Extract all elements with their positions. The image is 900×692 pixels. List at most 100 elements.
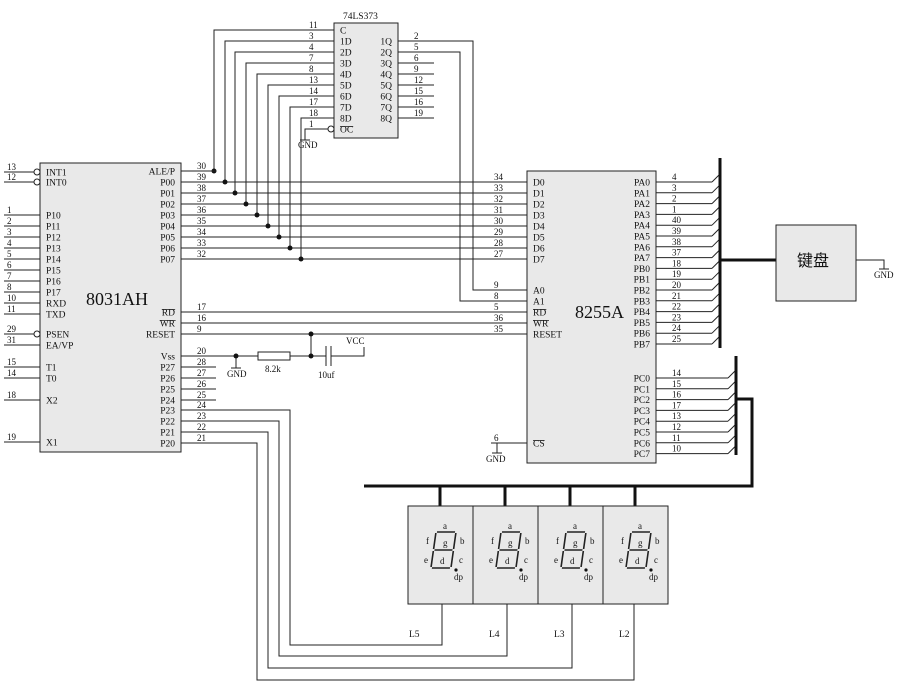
ppi-pin-number: 9 <box>494 280 499 290</box>
mcu-pin-number: 7 <box>7 271 12 281</box>
ppi-pin-label: PC4 <box>634 418 651 428</box>
mcu-pin-label: T1 <box>46 364 57 374</box>
mcu-pin-label: P01 <box>160 190 175 200</box>
keyboard-gnd-label: GND <box>874 270 894 280</box>
ppi-pin-number: 3 <box>672 183 677 193</box>
segment-label-b: b <box>525 536 530 546</box>
portc-lines <box>686 369 737 455</box>
ppi-pin-number: 25 <box>672 334 682 344</box>
mcu-pin-label: INT1 <box>46 169 67 179</box>
latch-pin-label: 4Q <box>380 71 392 81</box>
latch-pin-label: 2D <box>340 49 352 59</box>
segment-label-b: b <box>590 536 595 546</box>
segment-label-e: e <box>424 555 428 565</box>
latch-pin-label: 8D <box>340 115 352 125</box>
mcu-pin-label: P10 <box>46 212 61 222</box>
latch-pin-label: 1D <box>340 38 352 48</box>
ppi-pin-number: 20 <box>672 280 682 290</box>
mcu-pin-label: RXD <box>46 300 66 310</box>
latch-pin-number: 17 <box>309 97 319 107</box>
latch-pin-number: 13 <box>309 75 319 85</box>
mcu-pin-label: P22 <box>160 418 175 428</box>
ppi-pin-label: PA7 <box>634 254 650 264</box>
ppi-pin-label: D2 <box>533 201 545 211</box>
ppi-pin-number: 39 <box>672 226 682 236</box>
ppi-pin-label: D0 <box>533 179 545 189</box>
mcu-name: 8031AH <box>86 289 148 309</box>
latch-pin-number: 5 <box>414 42 419 52</box>
mcu-pin-number: 25 <box>197 390 207 400</box>
ppi-pin-label: D6 <box>533 245 545 255</box>
ppi-pin-number: 31 <box>494 205 503 215</box>
mcu-pin-label: P26 <box>160 375 175 385</box>
segment-outline <box>430 531 457 569</box>
ppi-8255a: 8255A 34D033D132D231D330D429D528D627D79A… <box>486 170 686 464</box>
ppi-pin-number: 38 <box>672 237 682 247</box>
ppi-pin-number: 24 <box>672 323 682 333</box>
ppi-pin-number: 40 <box>672 215 682 225</box>
ppi-pin-label: CS <box>533 440 545 450</box>
display-label: L4 <box>489 630 500 640</box>
mcu-pin-label: P21 <box>160 429 175 439</box>
ppi-pin-label: PB1 <box>634 276 651 286</box>
ppi-pin-label: D5 <box>533 234 545 244</box>
decimal-point <box>519 568 523 572</box>
keyboard-label: 键盘 <box>797 251 829 270</box>
latch-pin-number: 3 <box>309 31 314 41</box>
ppi-pin-label: PA5 <box>634 233 650 243</box>
segment-label-d: d <box>505 556 510 566</box>
mcu-pin-number: 26 <box>197 379 207 389</box>
mcu-pin-number: 5 <box>7 249 12 259</box>
mcu-pin-label: P04 <box>160 223 175 233</box>
ppi-pin-number: 23 <box>672 312 682 322</box>
latch-pin-label: 4D <box>340 71 352 81</box>
latch-pin-label: 2Q <box>380 49 392 59</box>
segment-label-e: e <box>619 555 623 565</box>
mcu-pin-number: 1 <box>7 205 12 215</box>
ppi-pin-label: D7 <box>533 256 545 266</box>
ppi-pin-label: PC1 <box>634 385 651 395</box>
ppi-pin-label: PA6 <box>634 243 650 253</box>
latch-74ls373: 74LS373 11C31D42D73D84D135D146D177D188D1… <box>298 12 434 150</box>
mcu-pin-label: P03 <box>160 212 175 222</box>
ppi-pin-label: PA1 <box>634 189 650 199</box>
ppi-pin-label: A1 <box>533 298 545 308</box>
mcu-pin-label: RD <box>162 309 175 319</box>
mcu-pin-number: 4 <box>7 238 12 248</box>
mcu-8031ah: 8031AH 13INT112INT01P102P113P124P135P146… <box>4 161 216 453</box>
segment-label-d: d <box>635 556 640 566</box>
ppi-pin-number: 33 <box>494 183 504 193</box>
segment-label-e: e <box>554 555 558 565</box>
mcu-pin-label: P16 <box>46 278 61 288</box>
mcu-pin-label: P06 <box>160 245 175 255</box>
segment-label-g: g <box>573 538 578 548</box>
mcu-pin-label: P05 <box>160 234 175 244</box>
latch-pin-label: 1Q <box>380 38 392 48</box>
mcu-pin-label: P15 <box>46 267 61 277</box>
mcu-pin-label: EA/VP <box>46 342 73 352</box>
latch-pin-label: 5D <box>340 82 352 92</box>
ppi-pin-label: PB6 <box>634 330 651 340</box>
latch-pin-label: C <box>340 27 346 37</box>
segment-label-a: a <box>638 521 642 531</box>
latch-pin-number: 12 <box>414 75 423 85</box>
ppi-pin-number: 27 <box>494 249 504 259</box>
mcu-pin-number: 39 <box>197 172 207 182</box>
vss-gnd-label: GND <box>227 369 247 379</box>
latch-pin-number: 4 <box>309 42 314 52</box>
segment-label-b: b <box>655 536 660 546</box>
ppi-pin-number: 19 <box>672 269 682 279</box>
ppi-pin-label: PC0 <box>634 375 651 385</box>
latch-pin-label: 8Q <box>380 115 392 125</box>
latch-pin-label: 3Q <box>380 60 392 70</box>
latch-pin-number: 8 <box>309 64 314 74</box>
mcu-pin-label: P11 <box>46 223 61 233</box>
segment-label-a: a <box>443 521 447 531</box>
mcu-left-pins: 13INT112INT01P102P113P124P135P146P157P16… <box>4 162 73 449</box>
segment-label-c: c <box>654 555 658 565</box>
mcu-pin-label: P27 <box>160 364 175 374</box>
mcu-pin-number: 14 <box>7 368 17 378</box>
ppi-pin-number: 8 <box>494 291 499 301</box>
